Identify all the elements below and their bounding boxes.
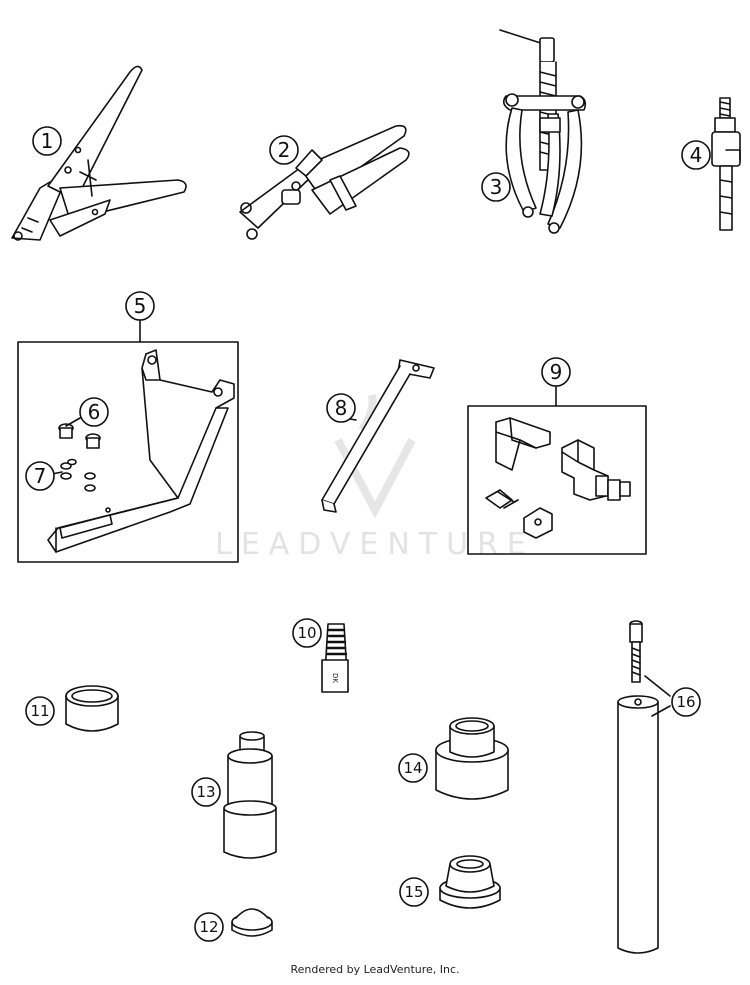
svg-text:2: 2: [278, 138, 291, 162]
part-1-pliers: [11, 65, 187, 241]
callout-3: 3: [481, 172, 511, 202]
part-12-cap: [231, 908, 273, 937]
callout-2: 2: [269, 135, 299, 165]
callout-15: 15: [399, 877, 429, 907]
part-5-engine-stand: [47, 349, 235, 553]
svg-text:3: 3: [490, 175, 503, 199]
svg-text:15: 15: [404, 883, 423, 901]
part-15-stepped-sleeve: [439, 855, 501, 909]
watermark-text: LEADVENTURE: [215, 527, 535, 562]
callout-12: 12: [194, 912, 224, 942]
part-16-tube-and-bolt: [617, 620, 671, 954]
part-3-puller: [499, 29, 587, 234]
part-10-marker-tool: [321, 623, 349, 693]
callout-13: 13: [191, 777, 221, 807]
svg-text:7: 7: [34, 464, 47, 488]
svg-text:8: 8: [335, 396, 348, 420]
part-11-ring: [65, 685, 119, 732]
callout-1: 1: [32, 126, 62, 156]
part-4-threaded-adapter: [711, 97, 741, 231]
callout-11: 11: [25, 696, 55, 726]
part-9-tool-kit: [485, 417, 631, 539]
callout-7: 7: [25, 461, 55, 491]
part-6-bolts: [58, 417, 101, 449]
svg-text:6: 6: [88, 400, 101, 424]
svg-text:14: 14: [403, 759, 422, 777]
part-14-mandrel: [435, 717, 509, 800]
callout-14: 14: [398, 753, 428, 783]
svg-text:13: 13: [196, 783, 215, 801]
svg-text:10: 10: [297, 624, 316, 642]
svg-text:11: 11: [30, 702, 49, 720]
svg-text:4: 4: [690, 143, 703, 167]
part-8-holding-bar: [321, 359, 435, 513]
callout-5: 5: [125, 291, 155, 321]
svg-text:1: 1: [41, 129, 54, 153]
part-5-group-box: [17, 341, 239, 563]
part-7-nuts: [51, 458, 96, 492]
part-10-label: DK: [331, 673, 339, 683]
callout-6: 6: [79, 397, 109, 427]
svg-text:5: 5: [134, 294, 147, 318]
callout-4: 4: [681, 140, 711, 170]
svg-text:12: 12: [199, 918, 218, 936]
svg-text:9: 9: [550, 360, 563, 384]
callout-9: 9: [541, 357, 571, 387]
part-13-stepped-drift: [223, 731, 277, 859]
svg-text:16: 16: [676, 693, 695, 711]
callout-8: 8: [326, 393, 356, 423]
callout-16: 16: [671, 687, 701, 717]
callout-10: 10: [292, 618, 322, 648]
part-2-clamp-pliers: [239, 124, 410, 240]
footer-credit: Rendered by LeadVenture, Inc.: [290, 963, 460, 976]
part-9-group-box: [467, 405, 647, 555]
